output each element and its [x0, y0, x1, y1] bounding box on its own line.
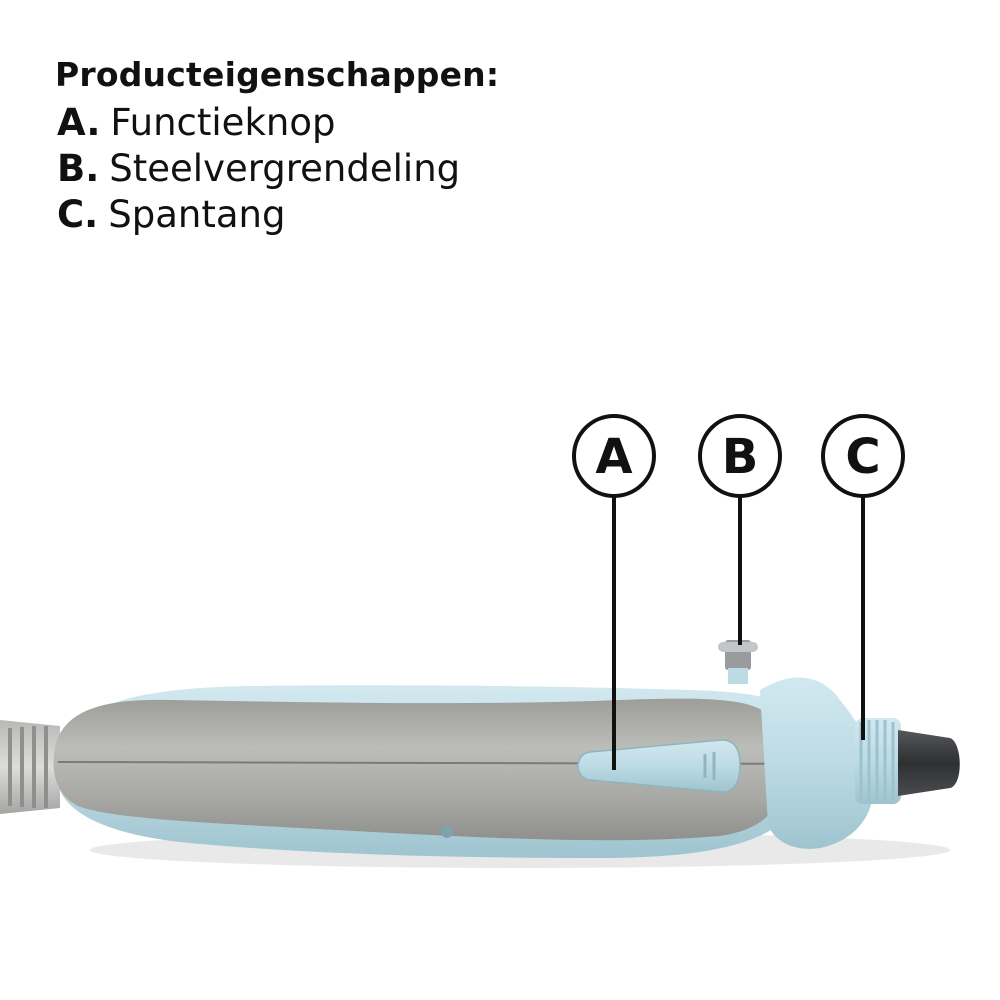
legend-list: A.Functieknop B.Steelvergrendeling C.Spa… [55, 100, 499, 238]
legend-item-b: B.Steelvergrendeling [57, 146, 499, 192]
legend-key-c: C. [57, 193, 99, 236]
housing-screw-hole [441, 826, 453, 838]
callout-letter-a: A [595, 429, 632, 485]
callout-b: B [698, 414, 782, 498]
power-cord [0, 720, 60, 814]
legend-title: Producteigenschappen: [55, 55, 500, 94]
callout-c: C [821, 414, 905, 498]
callout-a: A [572, 414, 656, 498]
legend-item-c: C.Spantang [57, 192, 499, 238]
callout-letter-c: C [845, 429, 880, 485]
nose-cone [760, 677, 872, 849]
handle-grey-grip [53, 698, 781, 841]
collet [855, 718, 960, 804]
legend-key-b: B. [57, 147, 100, 190]
legend-item-a: A.Functieknop [57, 100, 499, 146]
callout-letter-b: B [722, 429, 759, 485]
function-button [577, 739, 741, 793]
legend-label-c: Spantang [108, 193, 286, 236]
legend-key-a: A. [57, 101, 101, 144]
shaft-lock [718, 640, 758, 684]
legend-label-b: Steelvergrendeling [109, 147, 461, 190]
feature-legend: Producteigenschappen: A.Functieknop B.St… [55, 52, 499, 238]
legend-label-a: Functieknop [110, 101, 336, 144]
